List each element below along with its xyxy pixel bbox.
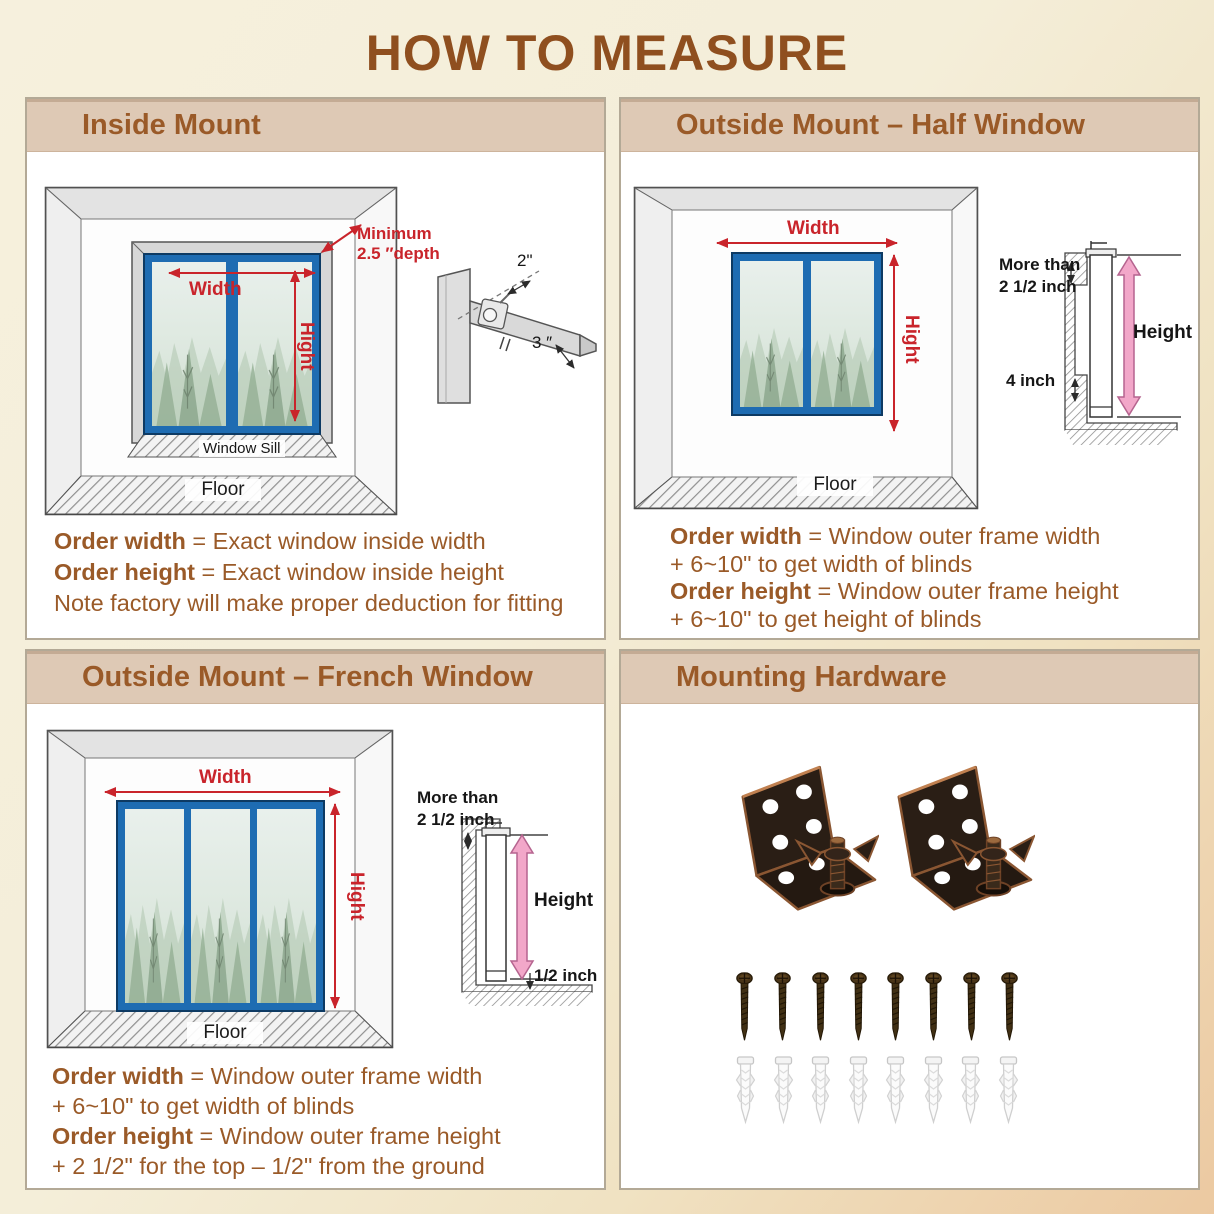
more-than-label-line1: More than — [999, 255, 1081, 274]
inside-mount-notes: Order width = Exact window inside width … — [27, 526, 598, 619]
screw-icon — [887, 966, 904, 1050]
screw-icon — [850, 966, 867, 1050]
width-label: Width — [189, 279, 242, 300]
note-line: Order height = Exact window inside heigh… — [54, 559, 504, 585]
note-line: Order height = Window outer frame height — [670, 578, 1119, 604]
panel-header-outside-french: Outside Mount – French Window — [27, 651, 604, 704]
panel-inside-mount: Inside Mount — [25, 97, 606, 640]
note-line: + 2 1/2" for the top – 1/2" from the gro… — [52, 1153, 485, 1179]
screw-icon — [963, 966, 980, 1050]
wall-anchor-icon — [846, 1056, 871, 1126]
outside-half-diagram: Width Hight Floor More than 2 1/2 inch 4… — [621, 152, 1198, 527]
french-window-room-illustration — [46, 729, 394, 1049]
bracket-2in-label: 2" — [517, 251, 533, 270]
screws-row — [736, 966, 1018, 1052]
mounting-hardware-diagram — [621, 704, 1198, 1191]
window-sill-label: Window Sill — [199, 440, 285, 458]
inside-mount-diagram: Width Hight Minimum 2.5 ″depth Window Si… — [27, 152, 604, 527]
note-line: + 6~10" to get height of blinds — [670, 605, 982, 632]
outside-french-diagram: Width Hight Floor More than 2 1/2 inch H… — [27, 704, 604, 1062]
more-than-label-line2: 2 1/2 inch — [417, 810, 495, 829]
panel-outside-mount-half: Outside Mount – Half Window — [619, 97, 1200, 640]
wall-anchor-icon — [996, 1056, 1021, 1126]
outside-half-notes: Order width = Window outer frame width +… — [621, 523, 1192, 633]
height-label: Hight — [900, 315, 922, 364]
height-label: Hight — [345, 872, 367, 921]
floor-label: Floor — [185, 479, 261, 501]
note-line: + 6~10" to get width of blinds — [52, 1093, 355, 1119]
note-line: Note factory will make proper deduction … — [54, 590, 564, 616]
screw-icon — [736, 966, 753, 1050]
bottom-gap-label: 4 inch — [1006, 371, 1056, 390]
panel-header-inside-mount: Inside Mount — [27, 99, 604, 152]
bracket-icon — [877, 756, 1035, 961]
depth-note-line1: Minimum — [357, 224, 432, 243]
outside-french-notes: Order width = Window outer frame width +… — [27, 1061, 598, 1181]
note-line: Order height = Window outer frame height — [52, 1123, 501, 1149]
inside-mount-room-illustration — [44, 186, 398, 516]
profile-height-label: Height — [1133, 322, 1193, 343]
bracket-3in-label: 3 ″ — [532, 333, 553, 352]
note-line: Order width = Window outer frame width — [52, 1063, 483, 1089]
bottom-gap-label: 1/2 inch — [534, 966, 598, 985]
height-label: Hight — [295, 322, 317, 371]
half-window-side-profile — [1064, 241, 1181, 445]
more-than-label-line1: More than — [417, 788, 499, 807]
screw-icon — [774, 966, 791, 1050]
panel-outside-mount-french: Outside Mount – French Window — [25, 649, 606, 1190]
wall-anchor-icon — [883, 1056, 908, 1126]
note-line: Order width = Window outer frame width — [670, 523, 1101, 549]
bracket-icon — [721, 756, 879, 961]
french-window-side-profile — [461, 818, 593, 1006]
more-than-label-line2: 2 1/2 inch — [999, 277, 1077, 296]
page-title: HOW TO MEASURE — [365, 25, 849, 81]
panel-mounting-hardware: Mounting Hardware — [619, 649, 1200, 1190]
screw-icon — [925, 966, 942, 1050]
width-label: Width — [787, 218, 840, 239]
floor-label: Floor — [187, 1022, 263, 1044]
wall-anchor-icon — [733, 1056, 758, 1126]
note-line: + 6~10" to get width of blinds — [670, 550, 973, 577]
panel-header-outside-half: Outside Mount – Half Window — [621, 99, 1198, 152]
screw-icon — [1001, 966, 1018, 1050]
screw-icon — [812, 966, 829, 1050]
profile-height-label: Height — [534, 890, 594, 911]
half-window-room-illustration — [633, 186, 979, 510]
width-label: Width — [199, 767, 252, 788]
wall-anchor-icon — [921, 1056, 946, 1126]
anchors-row — [733, 1056, 1021, 1126]
bracket-depth-detail-illustration — [437, 268, 597, 404]
wall-anchor-icon — [771, 1056, 796, 1126]
wall-anchor-icon — [958, 1056, 983, 1126]
depth-note: Minimum 2.5 ″depth — [357, 224, 440, 263]
depth-note-line2: 2.5 ″depth — [357, 243, 440, 263]
wall-anchor-icon — [808, 1056, 833, 1126]
panel-header-mounting-hardware: Mounting Hardware — [621, 651, 1198, 704]
note-line: Order width = Exact window inside width — [54, 528, 486, 554]
floor-label: Floor — [797, 474, 873, 496]
